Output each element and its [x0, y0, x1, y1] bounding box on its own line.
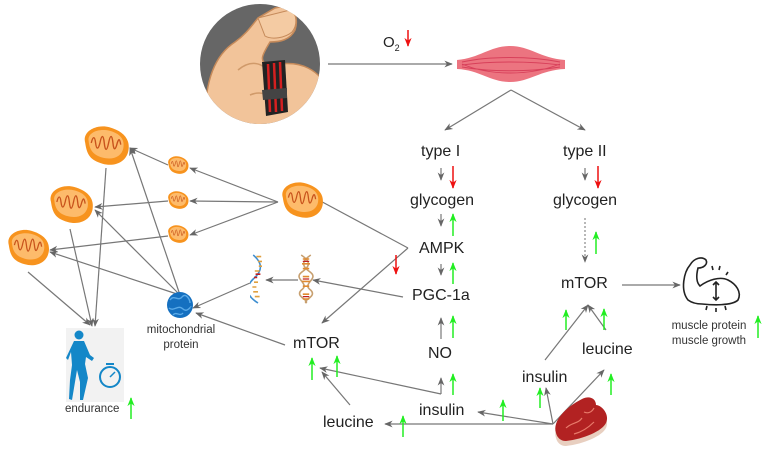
arrow-protein-left3 — [49, 251, 181, 296]
arrow-steak-insulin2 — [544, 387, 554, 425]
oxygen-label: O2 — [383, 34, 400, 53]
arrow-small1-left1 — [129, 147, 169, 166]
mitochondrion-icon-left-2 — [49, 185, 94, 224]
arrow-left1-endurance — [92, 167, 107, 327]
muscle-growth-label: muscle protein muscle growth — [664, 319, 754, 349]
type2-label: type II — [563, 143, 607, 160]
arrow-mtor1-protein — [195, 312, 286, 346]
muscle-growth-line: muscle growth — [671, 335, 747, 347]
mitochondrion-icon-small-3 — [167, 224, 189, 244]
arrow-protein-left1 — [129, 147, 181, 296]
type1-label: type I — [421, 143, 461, 160]
mitochondrial-protein-icon — [167, 292, 193, 318]
steak-icon — [555, 397, 608, 446]
arrow-mito-small-2 — [189, 197, 279, 205]
pgc1a-label: PGC-1a — [412, 287, 470, 304]
leucine2-label: leucine — [582, 341, 633, 358]
mitochondrion-icon-left-1 — [83, 125, 130, 166]
ampk-label: AMPK — [419, 240, 465, 257]
insulin2-label: insulin — [522, 369, 568, 386]
arrow-small2-left2 — [94, 200, 169, 210]
arrow-protein-left2 — [94, 209, 181, 296]
arrow-leucine2-mtor2 — [587, 304, 607, 331]
mitochondrion-icon-left-3 — [7, 229, 50, 266]
arrow-transcription-protein — [192, 282, 251, 309]
arrow-mito-small-1 — [189, 167, 279, 203]
arrow-left2-endurance — [69, 228, 94, 327]
arrow-leucine1-mtor1 — [321, 371, 351, 406]
mitochondrial-protein-line1: mitochondrial — [146, 324, 216, 336]
mitochondrion-icon-small-2 — [167, 190, 189, 210]
arrow-steak-insulin1 — [477, 409, 554, 425]
dna-helix-icon — [298, 254, 314, 304]
branch-to-type1 — [444, 89, 512, 131]
mitochondrial-protein-line2: protein — [163, 339, 199, 351]
muscle-protein-line: muscle protein — [671, 320, 747, 332]
dna-transcription-icon — [250, 254, 263, 304]
arrow-small3-left3 — [49, 235, 169, 253]
no-label: NO — [428, 345, 452, 362]
glycogen2-label: glycogen — [553, 192, 618, 209]
insulin1-label: insulin — [419, 402, 465, 419]
runner-stopwatch-icon — [66, 328, 124, 402]
mitochondrion-icon-large — [281, 181, 324, 219]
muscle-fiber-icon — [457, 46, 565, 82]
mitochondrion-icon-small-1 — [167, 155, 189, 175]
arrow-pgc1a-dna — [312, 278, 404, 298]
flexed-arm-icon — [200, 4, 320, 124]
flexed-bicep-outline-icon — [682, 257, 741, 312]
arrow-ampk-mtor1 — [321, 247, 409, 324]
arrow-insulin2-mtor2 — [544, 304, 589, 361]
endurance-label: endurance — [65, 403, 120, 415]
branch-to-type2 — [510, 89, 586, 131]
arrow-insulin-mtor1 — [319, 366, 442, 395]
mitochondrial-protein-label: mitochondrial protein — [141, 323, 221, 353]
arrow-left3-endurance — [27, 271, 91, 326]
arrow-mito-small-3 — [189, 201, 279, 236]
leucine1-label: leucine — [323, 414, 374, 431]
mtor2-label: mTOR — [561, 275, 608, 292]
mtor1-label: mTOR — [293, 335, 340, 352]
glycogen1-label: glycogen — [410, 192, 475, 209]
